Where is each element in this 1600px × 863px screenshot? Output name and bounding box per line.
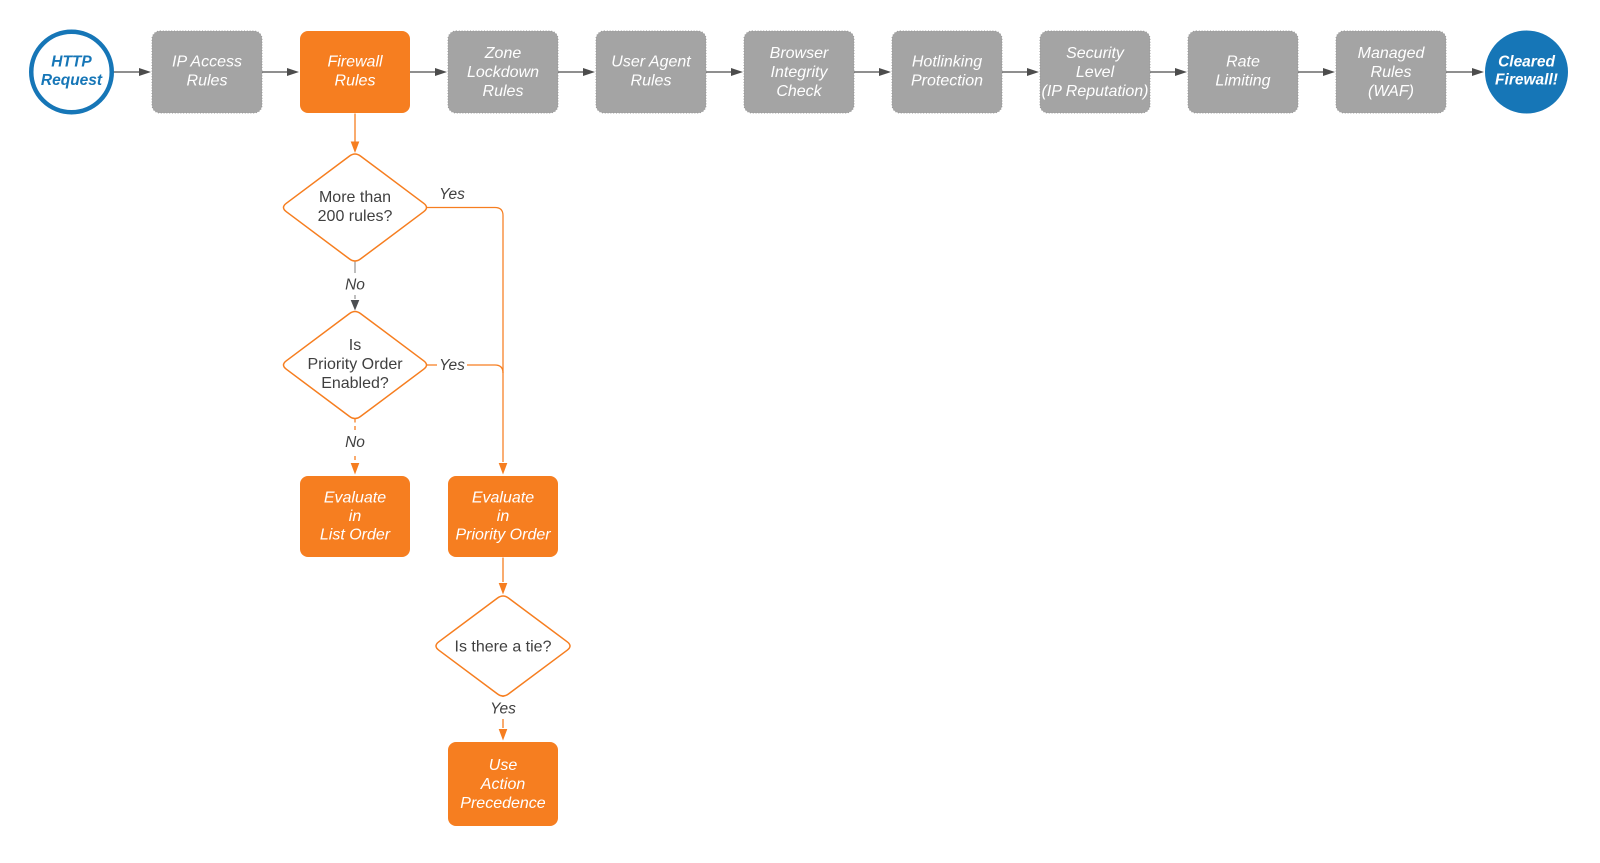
svg-text:Level: Level xyxy=(1076,64,1115,81)
svg-text:Check: Check xyxy=(776,83,822,100)
svg-text:200 rules?: 200 rules? xyxy=(318,208,393,225)
svg-text:Precedence: Precedence xyxy=(460,795,545,812)
svg-text:Limiting: Limiting xyxy=(1215,73,1270,90)
svg-text:Yes: Yes xyxy=(439,357,465,374)
svg-text:Firewall!: Firewall! xyxy=(1495,72,1558,89)
svg-text:Enabled?: Enabled? xyxy=(321,375,389,392)
svg-text:Is: Is xyxy=(349,337,361,354)
svg-text:Yes: Yes xyxy=(490,700,516,717)
svg-text:Use: Use xyxy=(489,757,518,774)
svg-text:in: in xyxy=(497,508,510,525)
svg-text:(IP Reputation): (IP Reputation) xyxy=(1041,83,1148,100)
svg-text:Firewall: Firewall xyxy=(327,54,383,71)
svg-text:List Order: List Order xyxy=(320,526,391,543)
svg-text:Rules: Rules xyxy=(187,73,228,90)
svg-text:in: in xyxy=(349,508,362,525)
svg-text:Integrity: Integrity xyxy=(771,64,829,81)
svg-text:User Agent: User Agent xyxy=(611,54,691,71)
svg-text:Rules: Rules xyxy=(1371,64,1412,81)
svg-text:Rules: Rules xyxy=(631,73,672,90)
svg-text:Browser: Browser xyxy=(770,45,829,62)
svg-text:More than: More than xyxy=(319,189,391,206)
svg-text:Cleared: Cleared xyxy=(1498,53,1555,70)
svg-text:Rules: Rules xyxy=(483,83,524,100)
svg-text:Rules: Rules xyxy=(335,73,376,90)
svg-text:Protection: Protection xyxy=(911,73,983,90)
svg-text:Managed: Managed xyxy=(1358,45,1426,62)
svg-text:No: No xyxy=(345,276,365,293)
svg-text:Security: Security xyxy=(1066,45,1125,62)
svg-text:Evaluate: Evaluate xyxy=(324,489,386,506)
svg-text:No: No xyxy=(345,434,365,451)
svg-text:Is there a tie?: Is there a tie? xyxy=(455,638,552,655)
svg-text:Evaluate: Evaluate xyxy=(472,489,534,506)
svg-text:Lockdown: Lockdown xyxy=(467,64,539,81)
svg-text:HTTP: HTTP xyxy=(51,53,92,70)
svg-text:Priority Order: Priority Order xyxy=(307,356,403,373)
svg-text:Yes: Yes xyxy=(439,186,465,203)
svg-text:(WAF): (WAF) xyxy=(1368,83,1414,100)
svg-text:Hotlinking: Hotlinking xyxy=(912,54,982,71)
svg-text:Action: Action xyxy=(480,776,526,793)
svg-text:IP Access: IP Access xyxy=(172,54,242,71)
svg-text:Priority Order: Priority Order xyxy=(455,526,551,543)
svg-text:Zone: Zone xyxy=(484,45,522,62)
svg-text:Rate: Rate xyxy=(1226,54,1260,71)
svg-text:Request: Request xyxy=(41,72,103,89)
